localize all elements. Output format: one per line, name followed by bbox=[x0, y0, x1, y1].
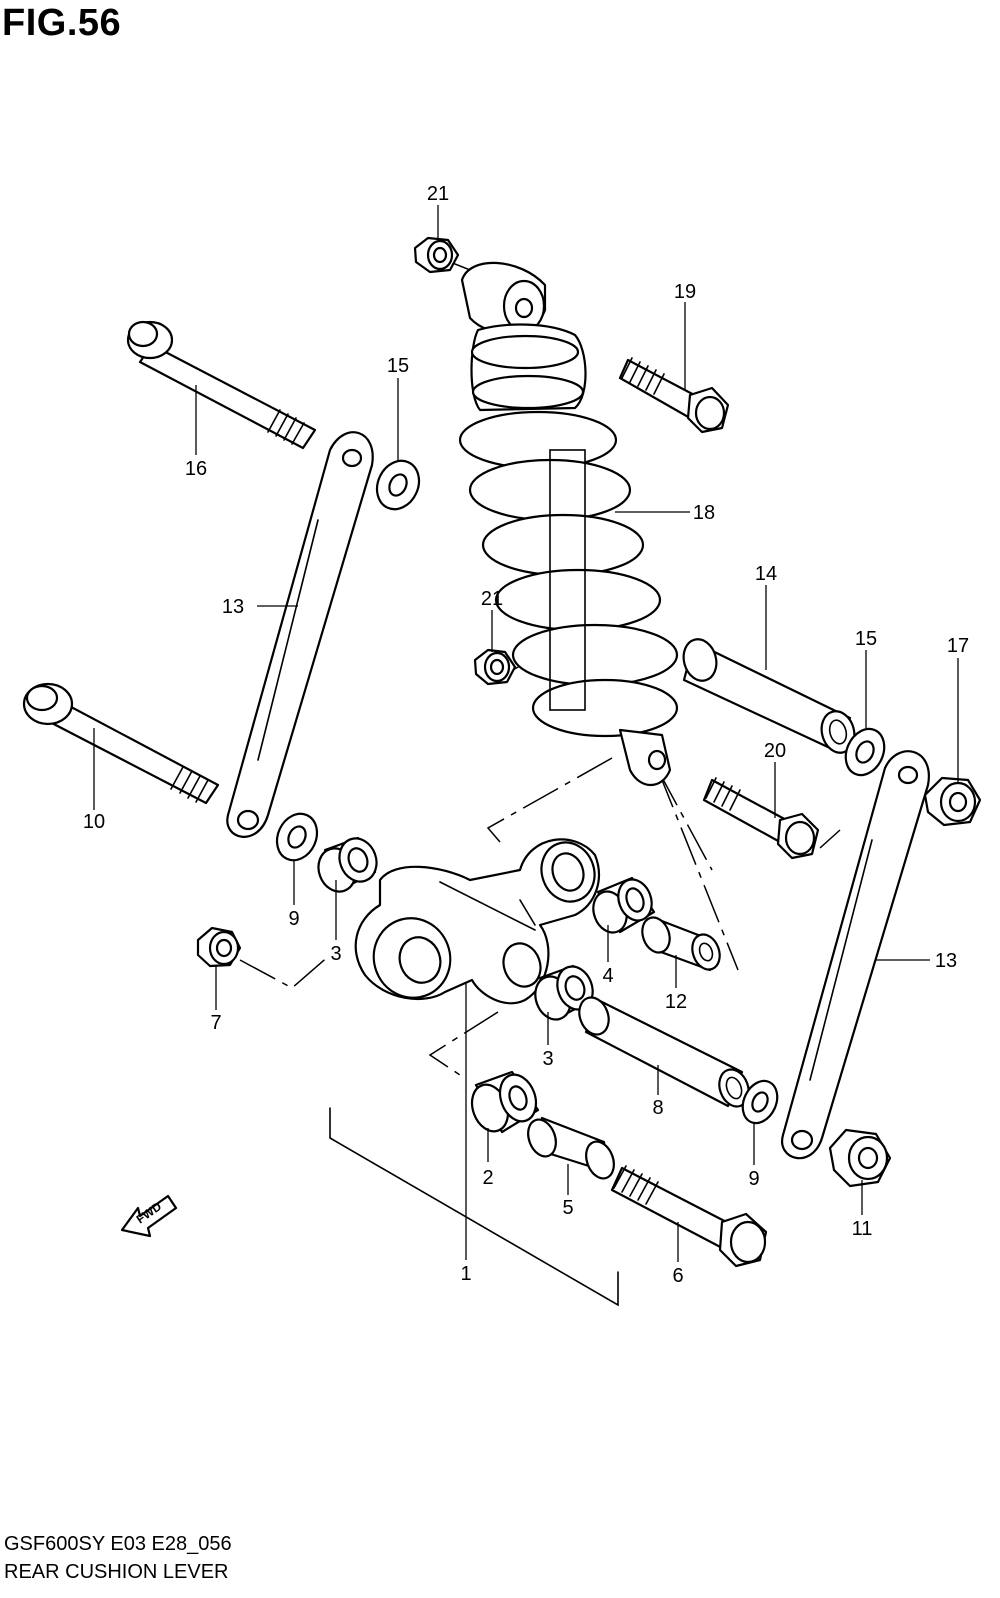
callout-6: 6 bbox=[672, 1265, 683, 1287]
nut-21-top bbox=[413, 236, 460, 274]
nut-17 bbox=[923, 776, 982, 827]
callout-3-lower: 3 bbox=[542, 1048, 553, 1070]
diagram-footer: GSF600SY E03 E28_056 REAR CUSHION LEVER bbox=[4, 1530, 232, 1586]
group-bracket bbox=[329, 1107, 619, 1307]
fwd-arrow-icon: FWD bbox=[120, 1194, 178, 1238]
nut-7 bbox=[196, 926, 242, 968]
nut-11 bbox=[828, 1128, 892, 1188]
cushion-lever-1 bbox=[354, 838, 600, 1005]
callout-1: 1 bbox=[460, 1263, 471, 1285]
spacer-14 bbox=[682, 638, 856, 754]
callout-19: 19 bbox=[674, 281, 696, 303]
bolt-20 bbox=[702, 777, 820, 860]
leader-lines bbox=[93, 205, 959, 1262]
callout-13-left: 13 bbox=[222, 596, 244, 618]
callout-10: 10 bbox=[83, 811, 105, 833]
callout-9-left: 9 bbox=[288, 908, 299, 930]
figure-title: FIG.56 bbox=[2, 2, 122, 44]
callout-11: 11 bbox=[852, 1218, 873, 1240]
callout-3-upper: 3 bbox=[330, 943, 341, 965]
callout-12: 12 bbox=[665, 991, 687, 1013]
callout-15-upper: 15 bbox=[387, 355, 409, 377]
model-code: GSF600SY E03 E28_056 bbox=[4, 1533, 232, 1555]
callout-21-middle: 21 bbox=[481, 588, 503, 610]
callout-18: 18 bbox=[693, 502, 715, 524]
callout-16: 16 bbox=[185, 458, 207, 480]
spacer-5 bbox=[527, 1116, 615, 1180]
spacer-12 bbox=[641, 916, 721, 972]
bushing-3-lower bbox=[534, 964, 594, 1021]
shock-absorber-18 bbox=[458, 261, 679, 786]
callout-8: 8 bbox=[652, 1097, 663, 1119]
diagram-caption: REAR CUSHION LEVER bbox=[4, 1561, 229, 1583]
callout-17: 17 bbox=[947, 635, 969, 657]
bolt-16 bbox=[126, 320, 317, 450]
washer-9-right bbox=[741, 1079, 779, 1125]
callout-14: 14 bbox=[755, 563, 777, 585]
bolt-10 bbox=[22, 682, 220, 805]
callout-2: 2 bbox=[482, 1167, 493, 1189]
washer-15-upper bbox=[375, 459, 421, 511]
callout-4: 4 bbox=[602, 965, 613, 987]
bolt-19 bbox=[618, 357, 730, 434]
callout-9-right: 9 bbox=[748, 1168, 759, 1190]
bushing-2 bbox=[470, 1070, 540, 1134]
bushing-3-upper bbox=[317, 836, 378, 893]
washer-15-right bbox=[844, 727, 886, 777]
callout-7: 7 bbox=[210, 1012, 221, 1034]
link-rod-13-right bbox=[781, 750, 930, 1160]
washer-9-left bbox=[275, 812, 319, 862]
bushing-4 bbox=[592, 876, 656, 934]
callout-20: 20 bbox=[764, 740, 786, 762]
spacer-8 bbox=[578, 996, 750, 1108]
callout-5: 5 bbox=[562, 1197, 573, 1219]
bolt-6 bbox=[610, 1165, 768, 1268]
link-rod-13-left bbox=[226, 431, 374, 838]
callout-labels: 21 19 15 16 18 13 21 14 15 17 20 10 9 3 … bbox=[83, 183, 969, 1287]
callout-21-top: 21 bbox=[427, 183, 449, 205]
callout-13-right: 13 bbox=[935, 950, 957, 972]
callout-15-right: 15 bbox=[855, 628, 877, 650]
nut-21-middle bbox=[473, 648, 517, 686]
